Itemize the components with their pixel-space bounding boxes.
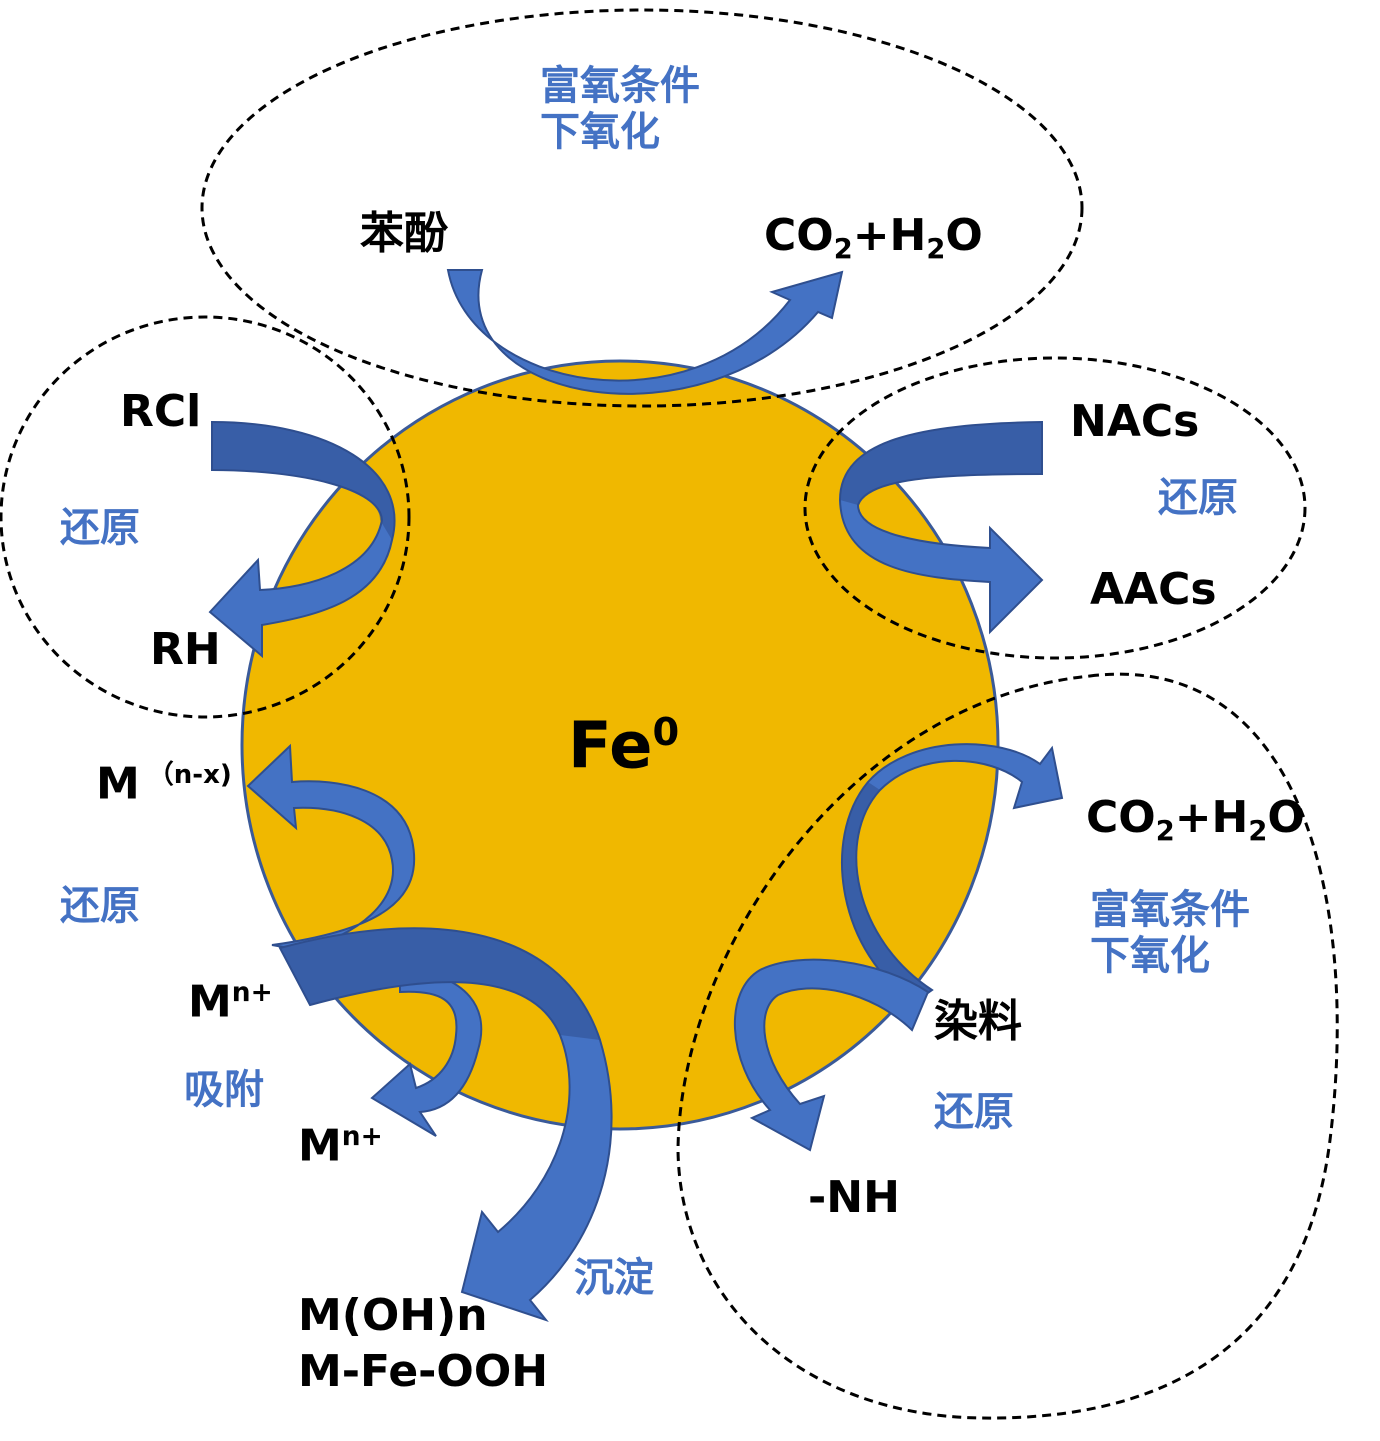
right-upper-dashed-region bbox=[803, 356, 1307, 660]
precipitate: M(OH)n M-Fe-OOH bbox=[298, 1294, 548, 1394]
right-upper-reactant: NACs bbox=[1070, 396, 1200, 447]
adsorbed-metal-ion: Mn+ bbox=[298, 1120, 383, 1172]
reduced-metal-base: M bbox=[96, 758, 140, 810]
right-upper-product: AACs bbox=[1090, 564, 1217, 615]
right-lower-condition: 富氧条件 下氧化 bbox=[1090, 890, 1250, 976]
curved-arrow-icon bbox=[446, 269, 844, 395]
arrow-shadow bbox=[280, 928, 600, 1040]
left-upper-product: RH bbox=[150, 624, 221, 675]
reduced-metal-superscript: （n-x) bbox=[147, 760, 232, 790]
right-product-plus-h: +H bbox=[1174, 792, 1249, 843]
right-lower-process: 还原 bbox=[934, 1089, 1014, 1135]
left-lower-process-reduce: 还原 bbox=[60, 883, 140, 929]
arrow-shadow bbox=[212, 422, 395, 540]
top-product-plus-h: +H bbox=[852, 210, 927, 261]
top-product-co: CO bbox=[764, 210, 834, 261]
top-condition-line1: 富氧条件 bbox=[540, 63, 700, 109]
curved-arrow-icon bbox=[246, 743, 416, 952]
center-label-superscript: 0 bbox=[652, 710, 680, 755]
metal-ion: Mn+ bbox=[188, 976, 273, 1028]
top-product-o: O bbox=[945, 210, 983, 261]
curved-arrow-icon bbox=[734, 958, 930, 1152]
adsorbed-metal-superscript: n+ bbox=[341, 1121, 383, 1152]
right-lower-reactant: 染料 bbox=[934, 996, 1022, 1047]
right-condition-line2: 下氧化 bbox=[1090, 933, 1210, 979]
left-lower-process-adsorb: 吸附 bbox=[184, 1067, 264, 1113]
left-upper-reactant: RCl bbox=[120, 386, 202, 437]
right-upper-process: 还原 bbox=[1158, 475, 1238, 521]
top-product-sub1: 2 bbox=[833, 234, 853, 266]
metal-ion-base: M bbox=[188, 976, 232, 1028]
right-lower-dashed-region bbox=[676, 672, 1339, 1420]
top-condition-line2: 下氧化 bbox=[540, 109, 660, 155]
top-condition: 富氧条件 下氧化 bbox=[540, 66, 700, 152]
arrow-shadow bbox=[841, 782, 932, 1002]
right-condition-line1: 富氧条件 bbox=[1090, 887, 1250, 933]
top-dashed-region bbox=[200, 8, 1084, 408]
reduced-metal: M（n-x) bbox=[96, 762, 232, 807]
right-product-sub2: 2 bbox=[1248, 816, 1268, 848]
center-label: Fe0 bbox=[568, 713, 679, 778]
right-product-sub1: 2 bbox=[1155, 816, 1175, 848]
center-label-base: Fe bbox=[568, 709, 653, 784]
precipitate-line1: M(OH)n bbox=[298, 1290, 488, 1341]
curved-arrow-icon bbox=[370, 966, 483, 1137]
right-lower-reduced-product: -NH bbox=[808, 1172, 900, 1223]
precipitate-line2: M-Fe-OOH bbox=[298, 1346, 549, 1397]
arrow-shadow bbox=[840, 422, 1042, 505]
left-lower-process-precip: 沉淀 bbox=[574, 1255, 654, 1301]
left-upper-process: 还原 bbox=[60, 505, 140, 551]
right-lower-product: CO2+H2O bbox=[1086, 796, 1305, 847]
adsorbed-metal-base: M bbox=[298, 1120, 342, 1172]
top-product-sub2: 2 bbox=[926, 234, 946, 266]
left-upper-dashed-region bbox=[0, 315, 411, 719]
metal-ion-superscript: n+ bbox=[231, 977, 273, 1008]
top-product: CO2+H2O bbox=[764, 214, 983, 265]
right-product-co: CO bbox=[1086, 792, 1156, 843]
top-reactant: 苯酚 bbox=[360, 208, 448, 259]
right-product-o: O bbox=[1267, 792, 1305, 843]
